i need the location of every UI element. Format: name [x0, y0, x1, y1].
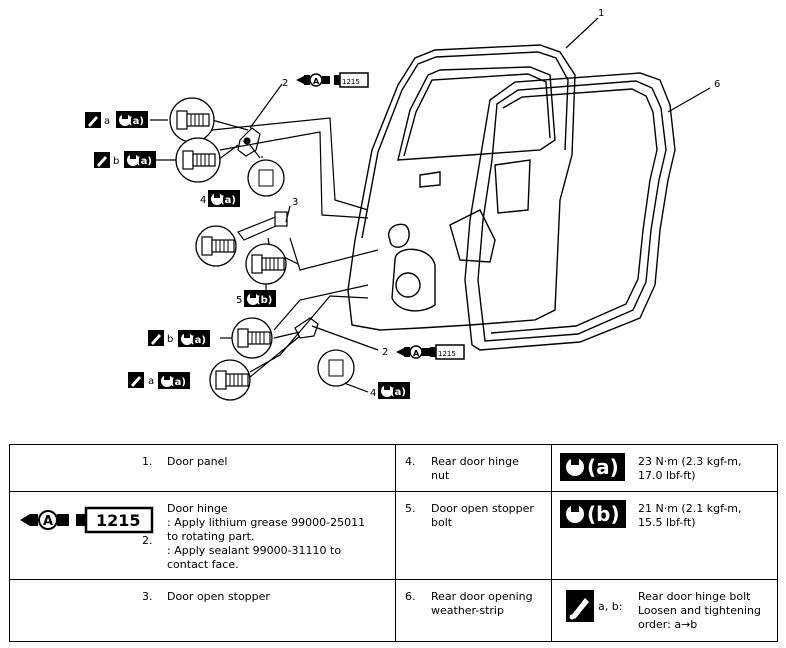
callout-nut-lower: 4 — [370, 388, 376, 399]
callout-stopper-bolt: 5 — [236, 295, 242, 306]
upper-a-symbols: a (a) — [85, 111, 148, 128]
torque-b-badge: (b) — [560, 500, 626, 528]
label-b-lower: b — [167, 334, 173, 345]
legend-cell-3-right: a, b: Rear door hinge bolt Loosen and ti… — [551, 579, 778, 642]
torque-label-upper-b: (a) — [136, 156, 152, 167]
door-hinge-upper — [237, 127, 261, 157]
legend-cell-1-right: (a) : 23 N·m (2.3 kgf-m, 17.0 lbf-ft) — [551, 444, 778, 492]
legend-text-hinge-nut: Rear door hinge nut — [431, 455, 519, 482]
torque-label-nut-upper: (a) — [220, 195, 236, 206]
callout-weather-strip: 6 — [714, 79, 720, 90]
legend-cell-2-right: (b) : 21 N·m (2.1 kgf-m, 15.5 lbf-ft) — [551, 491, 778, 580]
legend-row-1: 1. Door panel 4. Rear door hinge nut (a)… — [9, 444, 778, 492]
hinge-lower-symbols: 2 A 1215 — [382, 344, 465, 360]
legend-colon-b: : — [620, 508, 624, 521]
legend-num-2: 2. — [142, 534, 153, 547]
nut-callout-upper — [247, 159, 285, 197]
legend-text-torque-a: 23 N·m (2.3 kgf-m, 17.0 lbf-ft) — [638, 455, 742, 482]
grease-label-lower: A — [413, 349, 420, 358]
grease-sealant-icon: A 1215 — [20, 506, 154, 534]
label-a-lower: a — [148, 376, 154, 387]
wrench-icon — [566, 456, 584, 476]
legend-cell-2-mid: 5. Door open stopper bolt — [395, 491, 552, 580]
legend-cell-1-mid: 4. Rear door hinge nut — [395, 444, 552, 492]
torque-label-lower-a: (a) — [170, 377, 186, 388]
bolt-callout-stopper-left — [195, 225, 237, 267]
legend-cell-3-left: 3. Door open stopper — [9, 579, 396, 642]
sealant-code-lower: 1215 — [438, 350, 456, 358]
legend-text-stopper: Door open stopper — [167, 590, 270, 603]
stopper-bolt-symbols: 5 (b) — [236, 290, 276, 307]
exploded-door-diagram: a (a) b (a) 4 (a) 5 (b) b (a) a (a) 4 (a… — [85, 8, 720, 401]
wrench-icon — [566, 503, 584, 523]
tightening-order-icon — [566, 590, 594, 622]
door-open-stopper — [237, 211, 288, 241]
legend-num-5: 5. — [405, 502, 416, 515]
lower-a-symbols: a (a) — [128, 372, 190, 389]
callout-stopper: 3 — [292, 197, 298, 208]
callout-hinge-upper: 2 — [282, 78, 288, 89]
sealant-code-legend: 1215 — [96, 511, 141, 530]
hinge-upper-symbols: 2 A 1215 — [282, 72, 369, 89]
torque-a-badge: (a) — [560, 453, 625, 481]
callout-door-panel: 1 — [598, 8, 604, 19]
bolt-callout-upper-a — [169, 97, 215, 143]
torque-label-lower-b: (a) — [190, 335, 206, 346]
legend-num-4: 4. — [405, 455, 416, 468]
door-hinge-lower — [294, 317, 319, 339]
legend-text-stopper-bolt: Door open stopper bolt — [431, 502, 534, 529]
lower-b-symbols: b (a) — [148, 330, 210, 347]
bolt-callout-lower-b — [231, 317, 273, 359]
door-panel — [347, 44, 576, 331]
legend-num-1: 1. — [142, 455, 153, 468]
nut-lower-symbols: 4 (a) — [370, 382, 410, 399]
legend-text-tightening-order: Rear door hinge bolt Loosen and tighteni… — [638, 590, 761, 631]
bolt-callout-stopper-5 — [245, 243, 287, 285]
grease-label-upper: A — [313, 77, 320, 86]
legend-text-door-hinge: Door hinge : Apply lithium grease 99000-… — [167, 502, 366, 571]
label-a-upper: a — [104, 116, 110, 127]
legend-text-torque-b: 21 N·m (2.1 kgf-m, 15.5 lbf-ft) — [638, 502, 742, 529]
bolt-callout-upper-b — [175, 137, 221, 183]
torque-label-upper-a: (a) — [128, 116, 144, 127]
legend-cell-1-left: 1. Door panel — [9, 444, 396, 492]
bolt-callout-lower-a — [209, 359, 251, 401]
legend-num-3: 3. — [142, 590, 153, 603]
nut-upper-symbols: 4 (a) — [200, 190, 240, 207]
callout-nut-upper: 4 — [200, 195, 206, 206]
legend-num-6: 6. — [405, 590, 416, 603]
callout-hinge-lower: 2 — [382, 347, 388, 358]
upper-b-symbols: b (a) — [94, 151, 156, 168]
legend-text-weather-strip: Rear door opening weather-strip — [431, 590, 533, 617]
legend-row-3: 3. Door open stopper 6. Rear door openin… — [9, 579, 778, 642]
legend-table: 1. Door panel 4. Rear door hinge nut (a)… — [9, 444, 778, 642]
legend-ab-label: a, b: — [598, 600, 623, 613]
legend-cell-2-left: A 1215 2. Door hinge : Apply lithium gre… — [9, 491, 396, 580]
legend-colon-a: : — [620, 461, 624, 474]
torque-label-stopper: (b) — [256, 295, 272, 306]
grease-a-letter: A — [43, 514, 53, 529]
torque-label-nut-lower: (a) — [390, 387, 406, 398]
label-b-upper: b — [113, 156, 119, 167]
legend-text-door-panel: Door panel — [167, 455, 228, 468]
sealant-code-upper: 1215 — [342, 78, 360, 86]
legend-row-2: A 1215 2. Door hinge : Apply lithium gre… — [9, 491, 778, 580]
weather-strip — [464, 72, 676, 351]
legend-cell-3-mid: 6. Rear door opening weather-strip — [395, 579, 552, 642]
nut-callout-lower — [317, 349, 355, 387]
